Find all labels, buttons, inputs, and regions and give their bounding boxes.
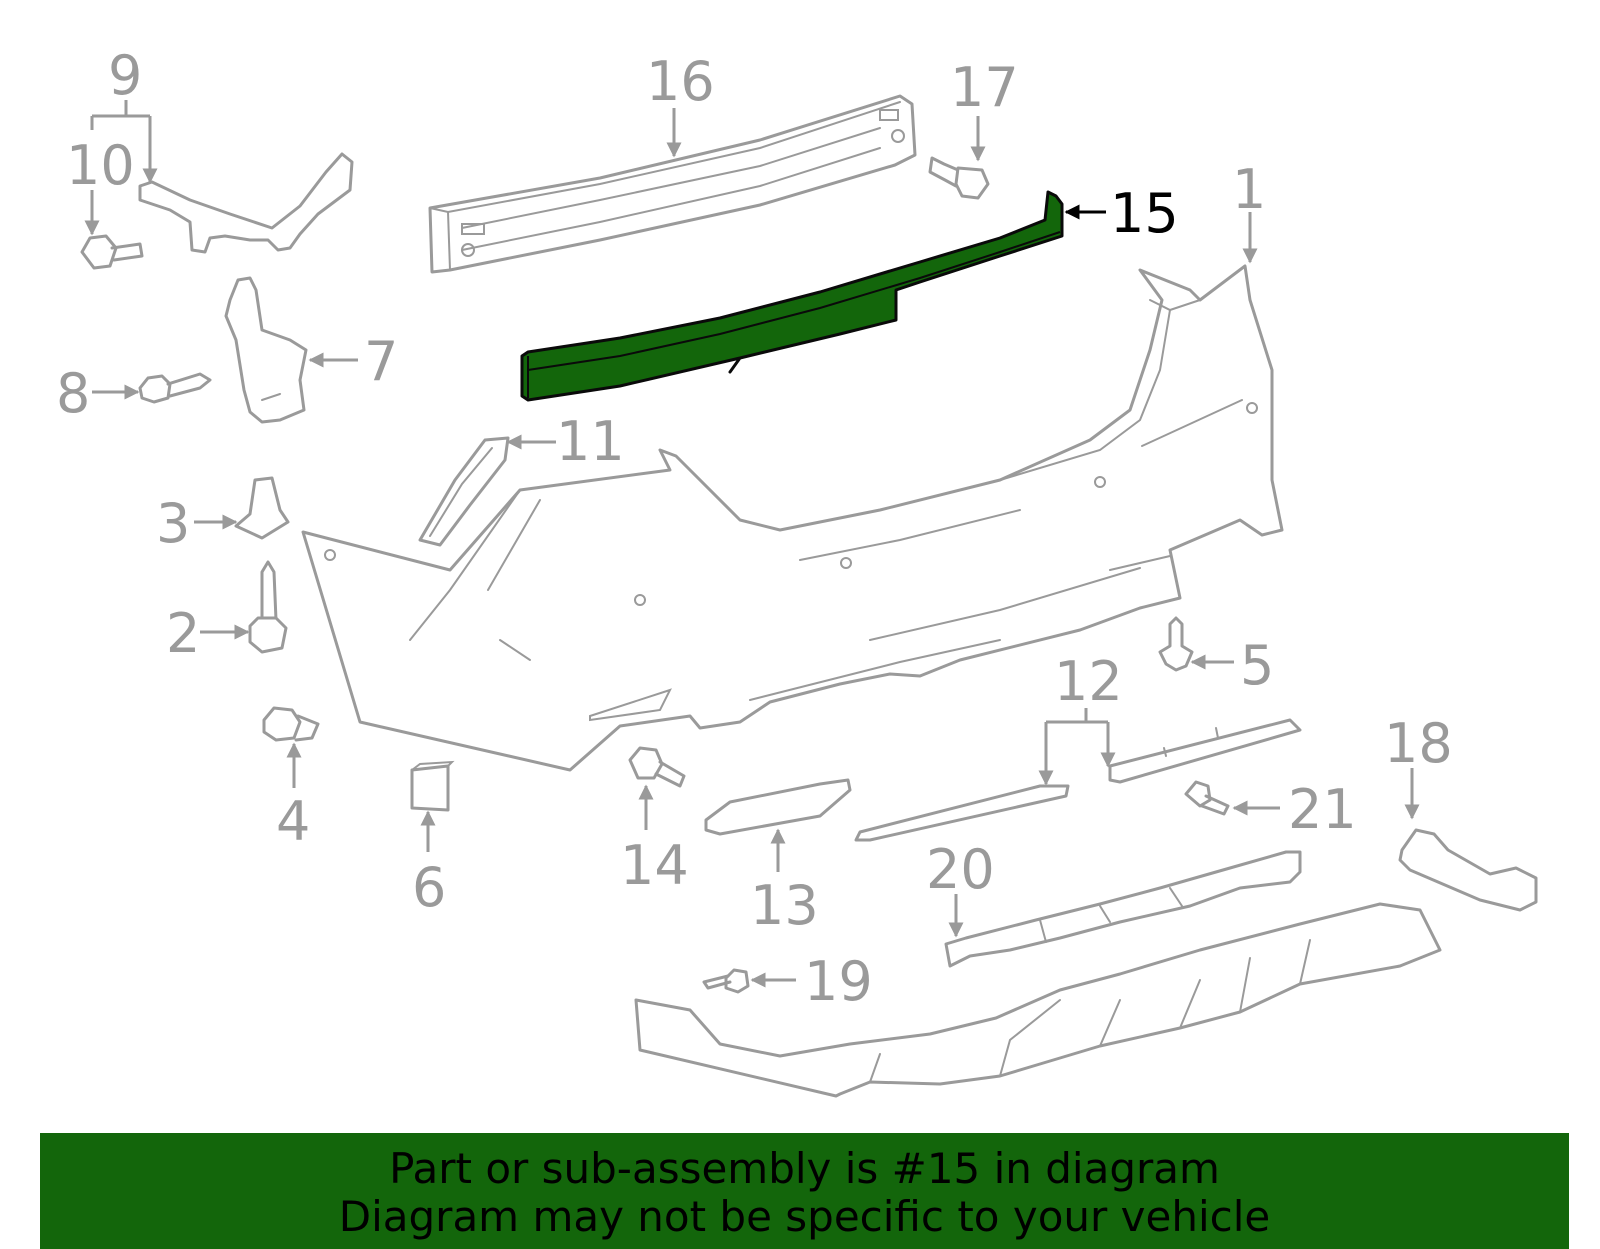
- callout-1: 1: [1232, 158, 1266, 221]
- callout-3: 3: [156, 492, 190, 555]
- banner-line-disclaimer: Diagram may not be specific to your vehi…: [338, 1192, 1271, 1241]
- callout-9: 9: [108, 44, 142, 107]
- callout-12: 12: [1054, 650, 1123, 713]
- callout-10: 10: [66, 134, 135, 197]
- callout-2: 2: [166, 602, 200, 665]
- screw-2-part[interactable]: [248, 560, 288, 654]
- retainer-3-part[interactable]: [234, 476, 290, 540]
- banner-line-part-number: Part or sub-assembly is #15 in diagram: [389, 1144, 1220, 1193]
- bracket-20-part[interactable]: [944, 850, 1302, 968]
- callout-18: 18: [1384, 712, 1453, 775]
- reflector-11-part[interactable]: [418, 436, 510, 547]
- bracket-7-part[interactable]: [224, 276, 308, 424]
- energy-absorber-part-highlighted[interactable]: [520, 190, 1064, 402]
- reinforcement-beam-part[interactable]: [428, 94, 917, 274]
- callout-11: 11: [556, 410, 625, 473]
- bracket-18-part[interactable]: [1398, 828, 1538, 912]
- callout-17: 17: [950, 56, 1019, 119]
- bumper-cover-1-part[interactable]: [301, 264, 1284, 772]
- diffuser-part[interactable]: [634, 902, 1442, 1098]
- callout-16: 16: [646, 50, 715, 113]
- callout-8: 8: [56, 362, 90, 425]
- leader-lines: [84, 100, 1420, 988]
- callout-5: 5: [1240, 634, 1274, 697]
- bolt-10-part[interactable]: [80, 234, 144, 270]
- bolt-21-part[interactable]: [1184, 780, 1230, 816]
- callout-20: 20: [926, 838, 995, 901]
- reflector-13-part[interactable]: [704, 778, 852, 836]
- clip-4-part[interactable]: [262, 706, 320, 742]
- bolt-19-part[interactable]: [702, 968, 750, 994]
- callout-4: 4: [276, 790, 310, 853]
- clip-8-part[interactable]: [138, 372, 212, 404]
- clip-5-part[interactable]: [1158, 616, 1194, 672]
- bolt-17-part[interactable]: [928, 156, 990, 200]
- callout-14: 14: [620, 834, 689, 897]
- bolt-14-part[interactable]: [628, 746, 686, 788]
- callout-7: 7: [364, 330, 398, 393]
- garnish-strip-12-part[interactable]: [854, 718, 1302, 842]
- callout-6: 6: [412, 856, 446, 919]
- info-banner: Part or sub-assembly is #15 in diagram D…: [40, 1133, 1569, 1249]
- callout-15-highlighted: 15: [1110, 182, 1179, 245]
- callout-13: 13: [750, 874, 819, 937]
- callout-19: 19: [804, 950, 873, 1013]
- pad-6-part[interactable]: [410, 760, 455, 812]
- bracket-9-part[interactable]: [138, 152, 354, 254]
- callout-21: 21: [1288, 778, 1357, 841]
